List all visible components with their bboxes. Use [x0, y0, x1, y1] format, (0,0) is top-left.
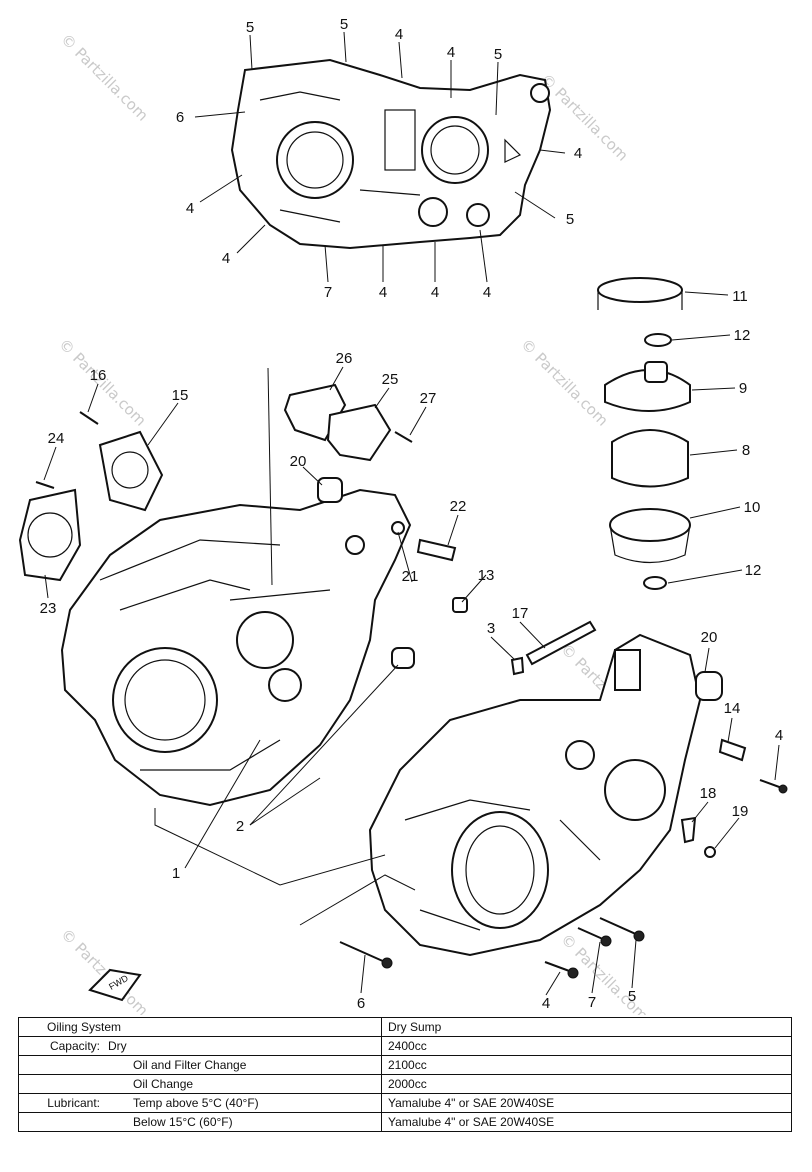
oil-filter-assembly — [597, 277, 691, 590]
callout-8: 8 — [742, 442, 750, 459]
spec-value: Dry Sump — [381, 1017, 792, 1037]
watermark: © Partzilla.com — [537, 70, 632, 165]
watermark: © Partzilla.com — [57, 30, 152, 125]
callout-23: 23 — [40, 600, 57, 617]
spec-label-cell: Oil and Filter Change — [18, 1055, 382, 1075]
callout-4: 4 — [379, 284, 387, 301]
callout-25: 25 — [382, 371, 399, 388]
callout-19: 19 — [732, 803, 749, 820]
watermark: © Partzilla.com — [517, 335, 612, 430]
spec-value: 2000cc — [381, 1074, 792, 1094]
callout-7: 7 — [324, 284, 332, 301]
spec-label-cell: Oil Change — [18, 1074, 382, 1094]
oil-spec-table: Oiling System Dry Sump Capacity: Dry 2400… — [18, 1017, 792, 1132]
callout-10: 10 — [744, 499, 761, 516]
table-row: Lubricant: Temp above 5°C (40°F) Yamalube… — [18, 1093, 792, 1113]
table-row: Capacity: Dry 2400cc — [18, 1036, 792, 1056]
callout-18: 18 — [700, 785, 717, 802]
spec-sublabel: Temp above 5°C (40°F) — [133, 1096, 259, 1110]
table-row: Oiling System Dry Sump — [18, 1017, 792, 1037]
callout-6: 6 — [176, 109, 184, 126]
table-row: Below 15°C (60°F) Yamalube 4" or SAE 20W… — [18, 1112, 792, 1132]
spec-label: Lubricant: — [47, 1096, 100, 1110]
spec-value: 2400cc — [381, 1036, 792, 1056]
callout-14: 14 — [724, 700, 741, 717]
callout-15: 15 — [172, 387, 189, 404]
callout-12: 12 — [745, 562, 762, 579]
leader-lines — [43, 31, 780, 996]
crankcase-diagram: © Partzilla.com © Partzilla.com © Partzi… — [18, 16, 788, 1015]
callout-labels: 5 5 4 4 5 6 4 4 5 4 7 4 4 4 11 12 9 8 10… — [40, 16, 784, 1012]
callout-1: 1 — [172, 865, 180, 882]
callout-4: 4 — [395, 26, 403, 43]
callout-4: 4 — [483, 284, 491, 301]
callout-26: 26 — [336, 350, 353, 367]
callout-5: 5 — [628, 988, 636, 1005]
callout-22: 22 — [450, 498, 467, 515]
callout-4: 4 — [222, 250, 230, 267]
callout-11: 11 — [732, 288, 748, 305]
callout-5: 5 — [494, 46, 502, 63]
callout-4: 4 — [186, 200, 194, 217]
callout-9: 9 — [739, 380, 747, 397]
left-crankcase-half — [60, 477, 468, 807]
callout-2: 2 — [236, 818, 244, 835]
spec-value: Yamalube 4" or SAE 20W40SE — [381, 1112, 792, 1132]
watermark: © Partzilla.com — [57, 925, 152, 1015]
callout-16: 16 — [90, 367, 107, 384]
callout-4: 4 — [775, 727, 783, 744]
callout-27: 27 — [420, 390, 437, 407]
callout-20: 20 — [701, 629, 718, 646]
spec-value: Yamalube 4" or SAE 20W40SE — [381, 1093, 792, 1113]
callout-7: 7 — [588, 994, 596, 1011]
callout-3: 3 — [487, 620, 495, 637]
table-row: Oil and Filter Change 2100cc — [18, 1055, 792, 1075]
upper-crankcase-view — [230, 58, 552, 250]
spec-sublabel: Below 15°C (60°F) — [133, 1115, 233, 1129]
spec-label-cell: Below 15°C (60°F) — [18, 1112, 382, 1132]
table-row: Oil Change 2000cc — [18, 1074, 792, 1094]
spec-value: 2100cc — [381, 1055, 792, 1075]
callout-17: 17 — [512, 605, 529, 622]
callout-4: 4 — [431, 284, 439, 301]
spec-label: Oiling System — [47, 1020, 122, 1034]
spec-label-cell: Lubricant: Temp above 5°C (40°F) — [18, 1093, 382, 1113]
spec-label: Capacity: — [49, 1039, 100, 1053]
callout-12: 12 — [734, 327, 751, 344]
fwd-badge: FWD — [88, 968, 142, 1002]
callout-4: 4 — [447, 44, 455, 61]
callout-13: 13 — [478, 567, 495, 584]
spec-label-cell: Capacity: Dry — [18, 1036, 382, 1056]
gaskets — [18, 383, 392, 582]
callout-6: 6 — [357, 995, 365, 1012]
callout-4: 4 — [542, 995, 550, 1012]
callout-21: 21 — [402, 568, 419, 585]
spec-sublabel: Oil Change — [133, 1077, 194, 1091]
callout-24: 24 — [48, 430, 65, 447]
callout-5: 5 — [340, 16, 348, 33]
callout-4: 4 — [574, 145, 582, 162]
callout-5: 5 — [566, 211, 574, 228]
spec-label-cell: Oiling System — [18, 1017, 382, 1037]
spec-sublabel: Oil and Filter Change — [133, 1058, 247, 1072]
small-fasteners — [35, 411, 597, 676]
callout-20: 20 — [290, 453, 307, 470]
spec-sublabel: Dry — [108, 1039, 127, 1053]
bottom-studs — [339, 779, 788, 979]
callout-5: 5 — [246, 19, 254, 36]
right-crankcase-half — [368, 633, 747, 957]
